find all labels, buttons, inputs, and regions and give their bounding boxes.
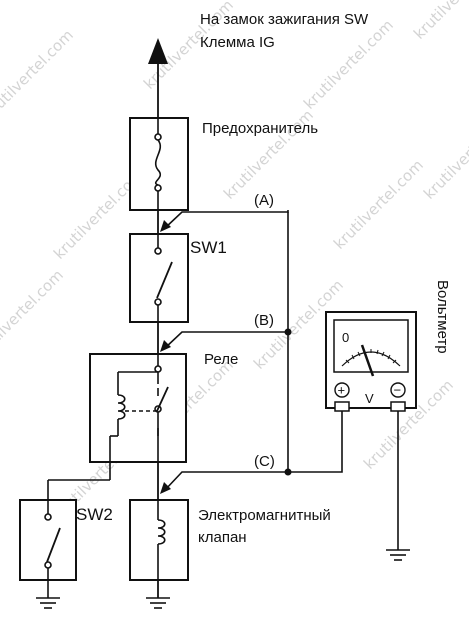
ignition-label: На замок зажигания SW	[200, 11, 369, 28]
solenoid-valve	[129, 499, 189, 581]
fuse-label: Предохранитель	[202, 120, 318, 137]
ground-symbols	[36, 549, 410, 609]
probe-wires	[164, 210, 399, 550]
watermark-text: krutilvertel.com	[0, 26, 77, 123]
ground-icon	[146, 597, 170, 609]
watermark-text: krutilvertel.com	[420, 106, 469, 203]
junction-dot	[284, 468, 292, 476]
ground-icon	[386, 549, 410, 561]
meter-unit-label: V	[365, 391, 374, 406]
junction-dot	[284, 328, 292, 336]
sw1-label: SW1	[190, 238, 227, 257]
meter-foot	[334, 401, 350, 412]
probe-arrows	[160, 220, 292, 494]
solenoid-label: Электромагнитный	[198, 507, 331, 524]
meter-zero-label: 0	[342, 330, 349, 345]
ground-icon	[36, 597, 60, 609]
watermark-text: krutilvertel.com	[330, 156, 427, 253]
plus-terminal-icon	[334, 382, 350, 398]
relay-label: Реле	[204, 351, 238, 368]
fuse	[129, 117, 189, 211]
point-b-label: (B)	[254, 312, 274, 329]
meter-needle	[360, 344, 375, 377]
watermark-text: krutilvertel.com	[300, 16, 397, 113]
arrow-c-icon	[160, 482, 171, 494]
arrow-b-icon	[160, 340, 171, 352]
voltmeter: 0 V + −	[325, 311, 417, 412]
sw2-switch	[19, 462, 111, 598]
solenoid-label-line2: клапан	[198, 529, 247, 546]
minus-terminal-label: −	[394, 383, 402, 398]
watermark-text: krutilvertel.com	[0, 266, 67, 363]
watermark-text: krutilvertel.com	[410, 0, 469, 43]
point-c-label: (C)	[254, 453, 275, 470]
sw2-label: SW2	[76, 505, 113, 524]
relay	[89, 353, 187, 463]
plus-terminal-label: +	[338, 383, 346, 398]
point-a-label: (A)	[254, 192, 274, 209]
ignition-arrow-icon	[148, 38, 168, 64]
minus-terminal-icon	[390, 382, 406, 398]
voltmeter-label: Вольтметр	[434, 280, 451, 354]
arrow-a-icon	[160, 220, 171, 232]
meter-foot	[390, 401, 406, 412]
ignition-terminal-label: Клемма IG	[200, 34, 275, 51]
sw1-switch	[129, 233, 189, 323]
